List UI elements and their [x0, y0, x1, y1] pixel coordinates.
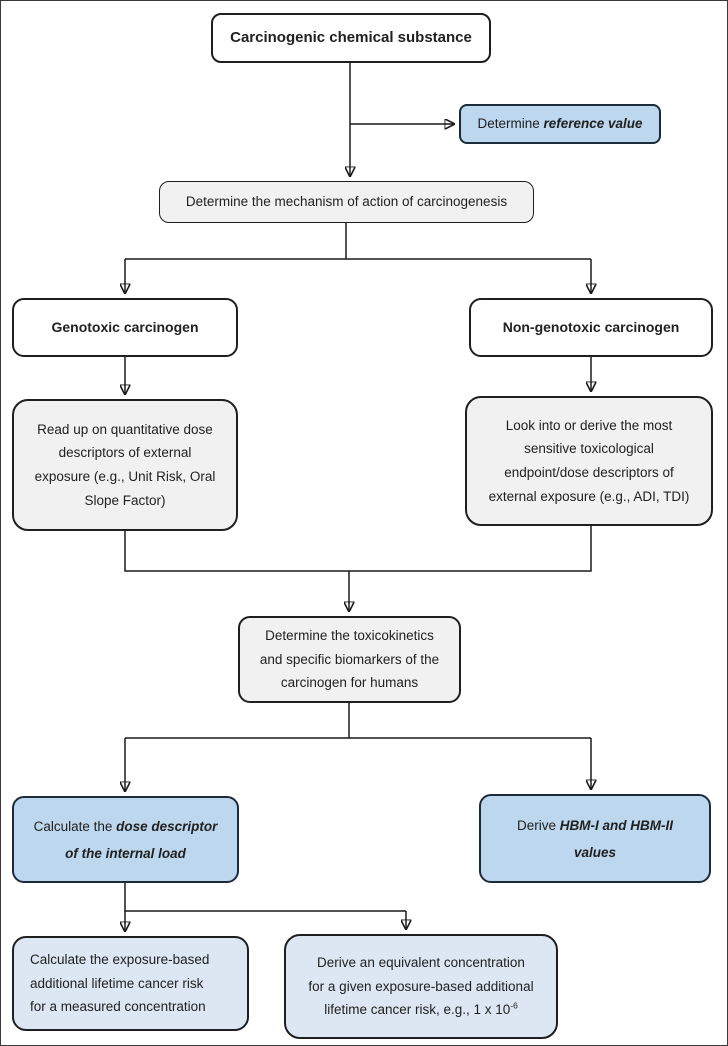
node-label: Derive an equivalent concentration for a…: [308, 951, 533, 1022]
node-label-prefix: Calculate the: [33, 818, 117, 834]
node-non-genotoxic-carcinogen: Non-genotoxic carcinogen: [469, 298, 713, 357]
node-label-prefix: Derive: [517, 817, 560, 833]
node-label-text: Derive an equivalent concentration for a…: [308, 955, 534, 1018]
node-non-genotoxic-action: Look into or derive the most sensitive t…: [465, 396, 713, 526]
node-genotoxic-carcinogen: Genotoxic carcinogen: [12, 298, 238, 357]
node-determine-toxicokinetics: Determine the toxicokinetics and specifi…: [238, 616, 461, 703]
node-label: Carcinogenic chemical substance: [230, 28, 472, 46]
node-label: Genotoxic carcinogen: [51, 319, 199, 336]
node-carcinogenic-chemical-substance: Carcinogenic chemical substance: [211, 13, 491, 63]
node-label: Calculate the exposure-based additional …: [30, 952, 210, 1015]
node-determine-mechanism: Determine the mechanism of action of car…: [159, 181, 534, 223]
node-label-emphasis: dose descriptor of the internal load: [65, 818, 218, 861]
node-label-superscript: -6: [510, 1000, 518, 1011]
node-label-prefix: Determine: [477, 116, 544, 132]
node-label: Derive HBM-I and HBM-II values: [517, 812, 673, 866]
node-label: Determine the toxicokinetics and specifi…: [259, 628, 440, 691]
node-calculate-internal-dose-descriptor: Calculate the dose descriptor of the int…: [12, 796, 239, 883]
node-genotoxic-action: Read up on quantitative dose descriptors…: [12, 399, 238, 531]
node-label: Read up on quantitative dose descriptors…: [34, 421, 216, 508]
node-label-emphasis: HBM-I and HBM-II values: [559, 817, 673, 860]
node-calculate-cancer-risk: Calculate the exposure-based additional …: [12, 936, 249, 1031]
node-label-emphasis: reference value: [543, 116, 643, 132]
node-label: Look into or derive the most sensitive t…: [488, 417, 690, 504]
node-derive-hbm-values: Derive HBM-I and HBM-II values: [479, 794, 711, 883]
node-label: Calculate the dose descriptor of the int…: [34, 813, 218, 867]
node-label: Determine reference value: [477, 112, 642, 136]
node-label: Non-genotoxic carcinogen: [502, 319, 680, 336]
node-label: Determine the mechanism of action of car…: [185, 194, 508, 210]
node-determine-reference-value: Determine reference value: [459, 104, 661, 144]
node-derive-equivalent-concentration: Derive an equivalent concentration for a…: [284, 934, 558, 1039]
